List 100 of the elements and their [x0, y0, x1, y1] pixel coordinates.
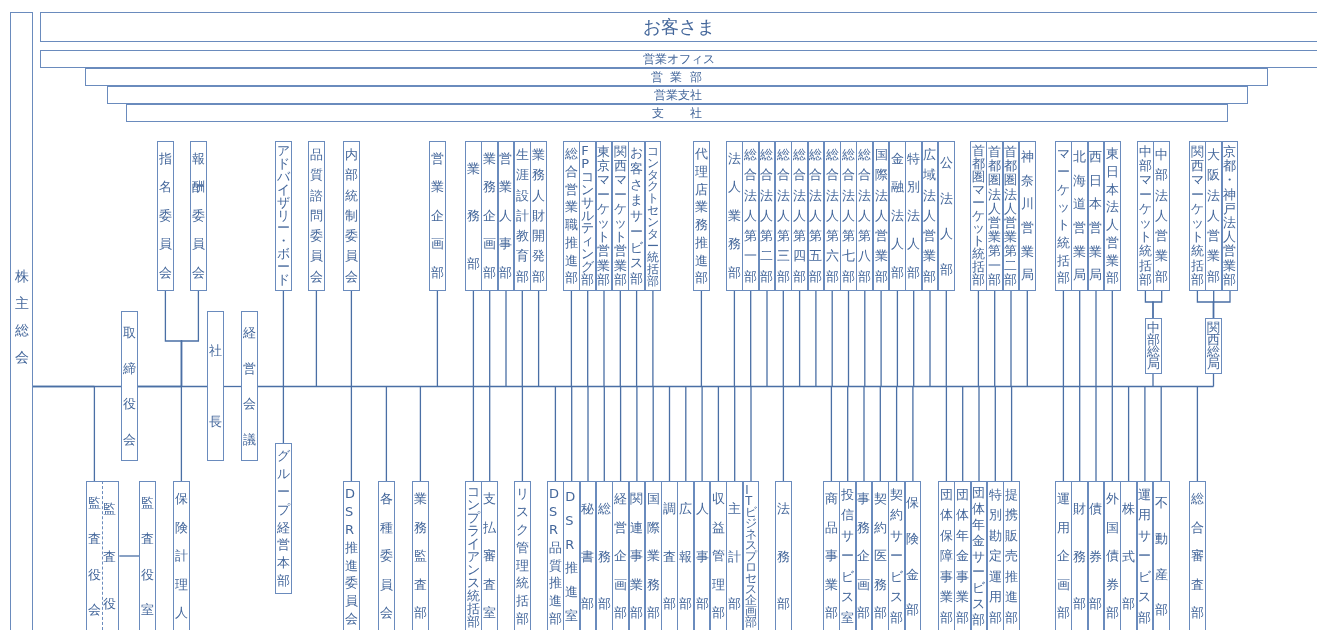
band-box: 営業部: [85, 68, 1268, 86]
connector-line: [945, 385, 948, 482]
connector-line: [830, 385, 833, 482]
department-box: 指名委員会: [157, 141, 174, 291]
department-box: 提携販売推進部: [1003, 481, 1020, 630]
connector-line: [282, 385, 285, 444]
connector-line: [782, 290, 784, 388]
department-box: FPコンサルティング部: [579, 141, 597, 291]
connector-line: [847, 290, 850, 388]
department-box: アドバイザリー・ボード: [275, 141, 292, 291]
connector-line: [1152, 373, 1154, 388]
connector-line: [1212, 373, 1215, 388]
department-box: 団体年金事業部: [954, 481, 972, 630]
department-box: 契約サービス部: [888, 481, 905, 630]
connector-line: [636, 385, 638, 482]
department-box: 財務部: [1071, 481, 1089, 630]
department-box: 金融法人部: [889, 141, 906, 291]
connector-line: [1111, 385, 1113, 482]
connector-line: [994, 290, 996, 388]
department-box: 法務部: [775, 481, 792, 630]
connector-line: [717, 385, 720, 482]
department-box: 運用企画部: [1055, 481, 1072, 630]
department-box: DSR品質推進部: [547, 481, 564, 630]
connector-line: [863, 385, 865, 482]
connector-line: [32, 385, 122, 388]
department-box: 中部マーケット統括部: [1137, 141, 1154, 291]
band-box: お客さま: [40, 12, 1317, 42]
connector-line: [1095, 290, 1097, 388]
connector-line: [895, 385, 898, 482]
connector-line: [1010, 385, 1013, 482]
connector-line: [734, 385, 736, 482]
connector-line: [350, 290, 353, 388]
department-box: 総合審査部: [1189, 481, 1206, 630]
connector-line: [879, 385, 881, 482]
connector-line: [750, 290, 752, 388]
connector-line: [831, 290, 833, 388]
department-box: 投信サービス室: [839, 481, 857, 630]
connector-line: [619, 290, 621, 388]
department-box: 経営企画部: [612, 481, 629, 630]
connector-line: [315, 290, 318, 388]
department-box: 営業企画部: [429, 141, 446, 291]
department-box: 監査役: [102, 481, 120, 630]
connector-line: [880, 290, 882, 388]
connector-line: [945, 290, 947, 388]
connector-line: [505, 290, 507, 388]
department-box: 業務人財開発部: [530, 141, 547, 291]
connector-line: [652, 385, 654, 482]
department-box: 商品事業部: [823, 481, 840, 630]
department-box: マーケット統括部: [1055, 141, 1072, 291]
connector-line: [587, 385, 589, 482]
connector-line: [489, 290, 491, 388]
connector-line: [436, 290, 439, 388]
connector-line: [180, 340, 183, 482]
connector-line: [1062, 290, 1065, 388]
department-box: 業務監査部: [412, 481, 429, 630]
department-box: 関西マーケット統括部: [1189, 141, 1206, 291]
connector-line: [1079, 385, 1081, 482]
connector-line: [554, 385, 557, 482]
connector-line: [750, 385, 752, 482]
department-box: 総合法人第四部: [791, 141, 808, 291]
department-box: 業務企画部: [481, 141, 499, 291]
department-box: 株主総会: [10, 12, 33, 630]
connector-line: [815, 290, 817, 388]
connector-line: [733, 290, 736, 388]
connector-line: [896, 290, 899, 388]
department-box: コンプライアンス統括部: [465, 481, 482, 630]
connector-line: [570, 290, 573, 388]
department-box: 総合法人第一部: [742, 141, 760, 291]
department-box: 首都圏法人営業第一部: [986, 141, 1004, 291]
connector-line: [419, 385, 422, 482]
department-box: 業務部: [465, 141, 482, 291]
department-box: 総合法人第七部: [840, 141, 857, 291]
department-box: 支払審査室: [481, 481, 499, 630]
connector-line: [1026, 290, 1028, 388]
connector-line: [521, 290, 523, 388]
department-box: 内部統制委員会: [343, 141, 360, 291]
connector-line: [619, 385, 622, 482]
department-box: 中部総局: [1144, 318, 1162, 374]
connector-line: [635, 290, 638, 388]
connector-line: [929, 290, 931, 388]
band-box: 支社: [126, 104, 1228, 122]
department-box: 関西総局: [1205, 318, 1222, 374]
connector-line: [472, 385, 475, 482]
connector-line: [1111, 290, 1113, 388]
connector-line: [1212, 290, 1231, 319]
department-box: 収益管理部: [710, 481, 727, 630]
connector-line: [912, 385, 914, 482]
department-box: 広報部: [677, 481, 695, 630]
department-box: 監査役会: [86, 481, 103, 630]
connector-line: [489, 385, 491, 482]
connector-line: [1079, 290, 1081, 388]
connector-line: [1196, 385, 1199, 482]
connector-line: [847, 385, 849, 482]
department-box: リスク管理統括部: [514, 481, 531, 630]
band-box: 営業オフィス: [40, 50, 1317, 68]
connector-line: [472, 290, 475, 388]
department-box: グループ経営本部: [275, 443, 292, 594]
connector-line: [668, 385, 671, 482]
connector-line: [1152, 290, 1163, 319]
connector-line: [223, 385, 242, 388]
